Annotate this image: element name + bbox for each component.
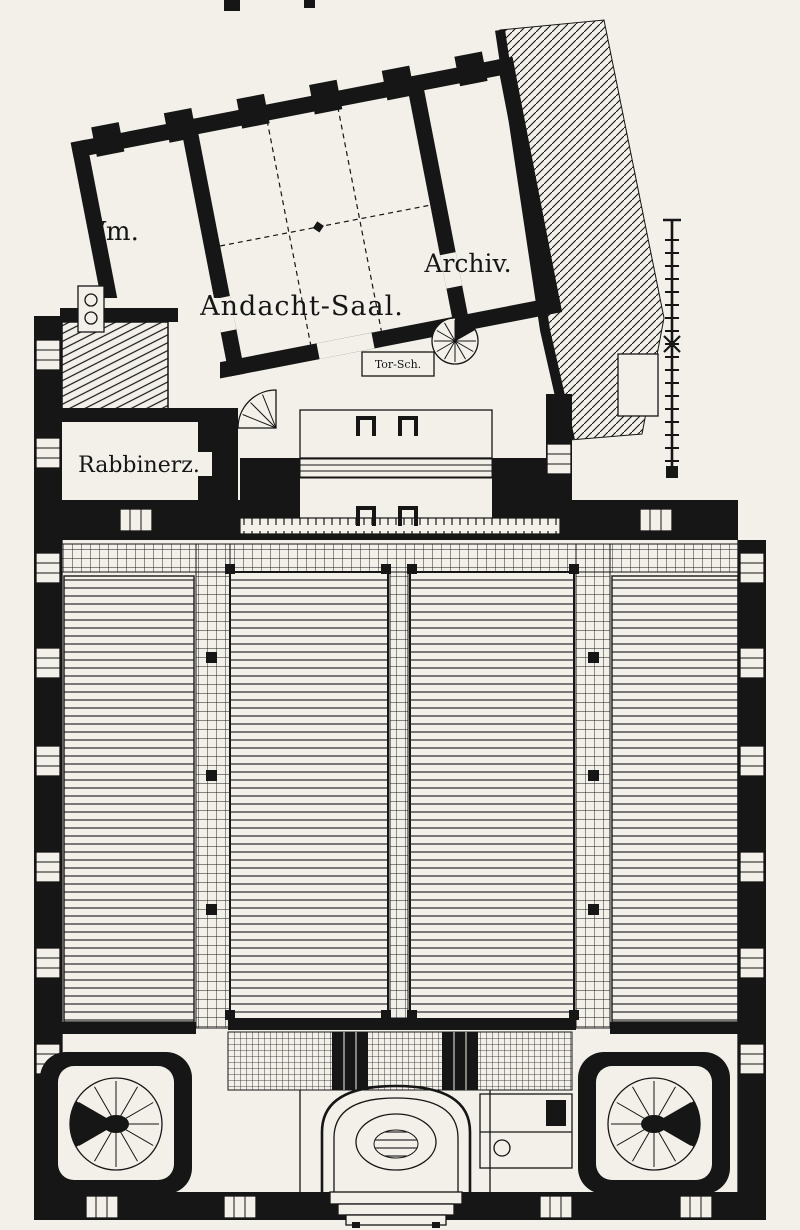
aisle-left	[195, 543, 231, 1029]
stair-fan	[237, 389, 277, 429]
pew-block-right	[611, 575, 739, 1023]
columns	[206, 564, 599, 1020]
room-labels: Vm. Andacht-Saal. Archiv. Rabbinerz. Tor…	[78, 217, 511, 478]
vestibule-steps	[299, 457, 493, 479]
hatch-notch	[617, 353, 659, 417]
stair-drum-right	[578, 1052, 730, 1194]
scale-bar	[663, 218, 681, 478]
label-archiv: Archiv.	[423, 249, 511, 278]
rear-paving-band	[61, 543, 739, 573]
saal-ceiling-dashed-lines	[220, 106, 431, 345]
paving-dark-panels	[332, 1032, 478, 1090]
label-tor-sch: Tor-Sch.	[375, 358, 421, 371]
aisle-right	[575, 543, 611, 1029]
stair-drum-left	[40, 1052, 192, 1194]
label-rabbinerz: Rabbinerz.	[78, 453, 200, 478]
chandelier-mark	[312, 221, 324, 233]
pew-block-left	[63, 575, 195, 1023]
aisle-center	[389, 571, 409, 1021]
wing-pilasters	[91, 51, 488, 157]
apse-bimah	[299, 1084, 491, 1192]
column-pair-detail	[77, 285, 105, 333]
pew-block-center-right	[409, 571, 575, 1021]
service-rooms-right	[479, 1093, 573, 1169]
pew-block-center-left	[229, 571, 389, 1021]
top-edge-marks	[224, 0, 315, 11]
stair-spiral	[431, 317, 479, 365]
wing-andacht-saal	[68, 45, 563, 398]
label-vm: Vm.	[86, 217, 139, 247]
left-annex	[34, 285, 220, 514]
stair-straight	[61, 321, 169, 411]
neighbor-building-hatch	[495, 19, 665, 442]
label-andacht-saal: Andacht-Saal.	[199, 291, 404, 322]
vestibule-platform	[299, 409, 493, 459]
transept-paving	[227, 1031, 573, 1091]
torah-shrine-box	[361, 351, 435, 377]
porch-steps	[316, 1191, 476, 1228]
entrance-vestibule	[212, 389, 572, 540]
